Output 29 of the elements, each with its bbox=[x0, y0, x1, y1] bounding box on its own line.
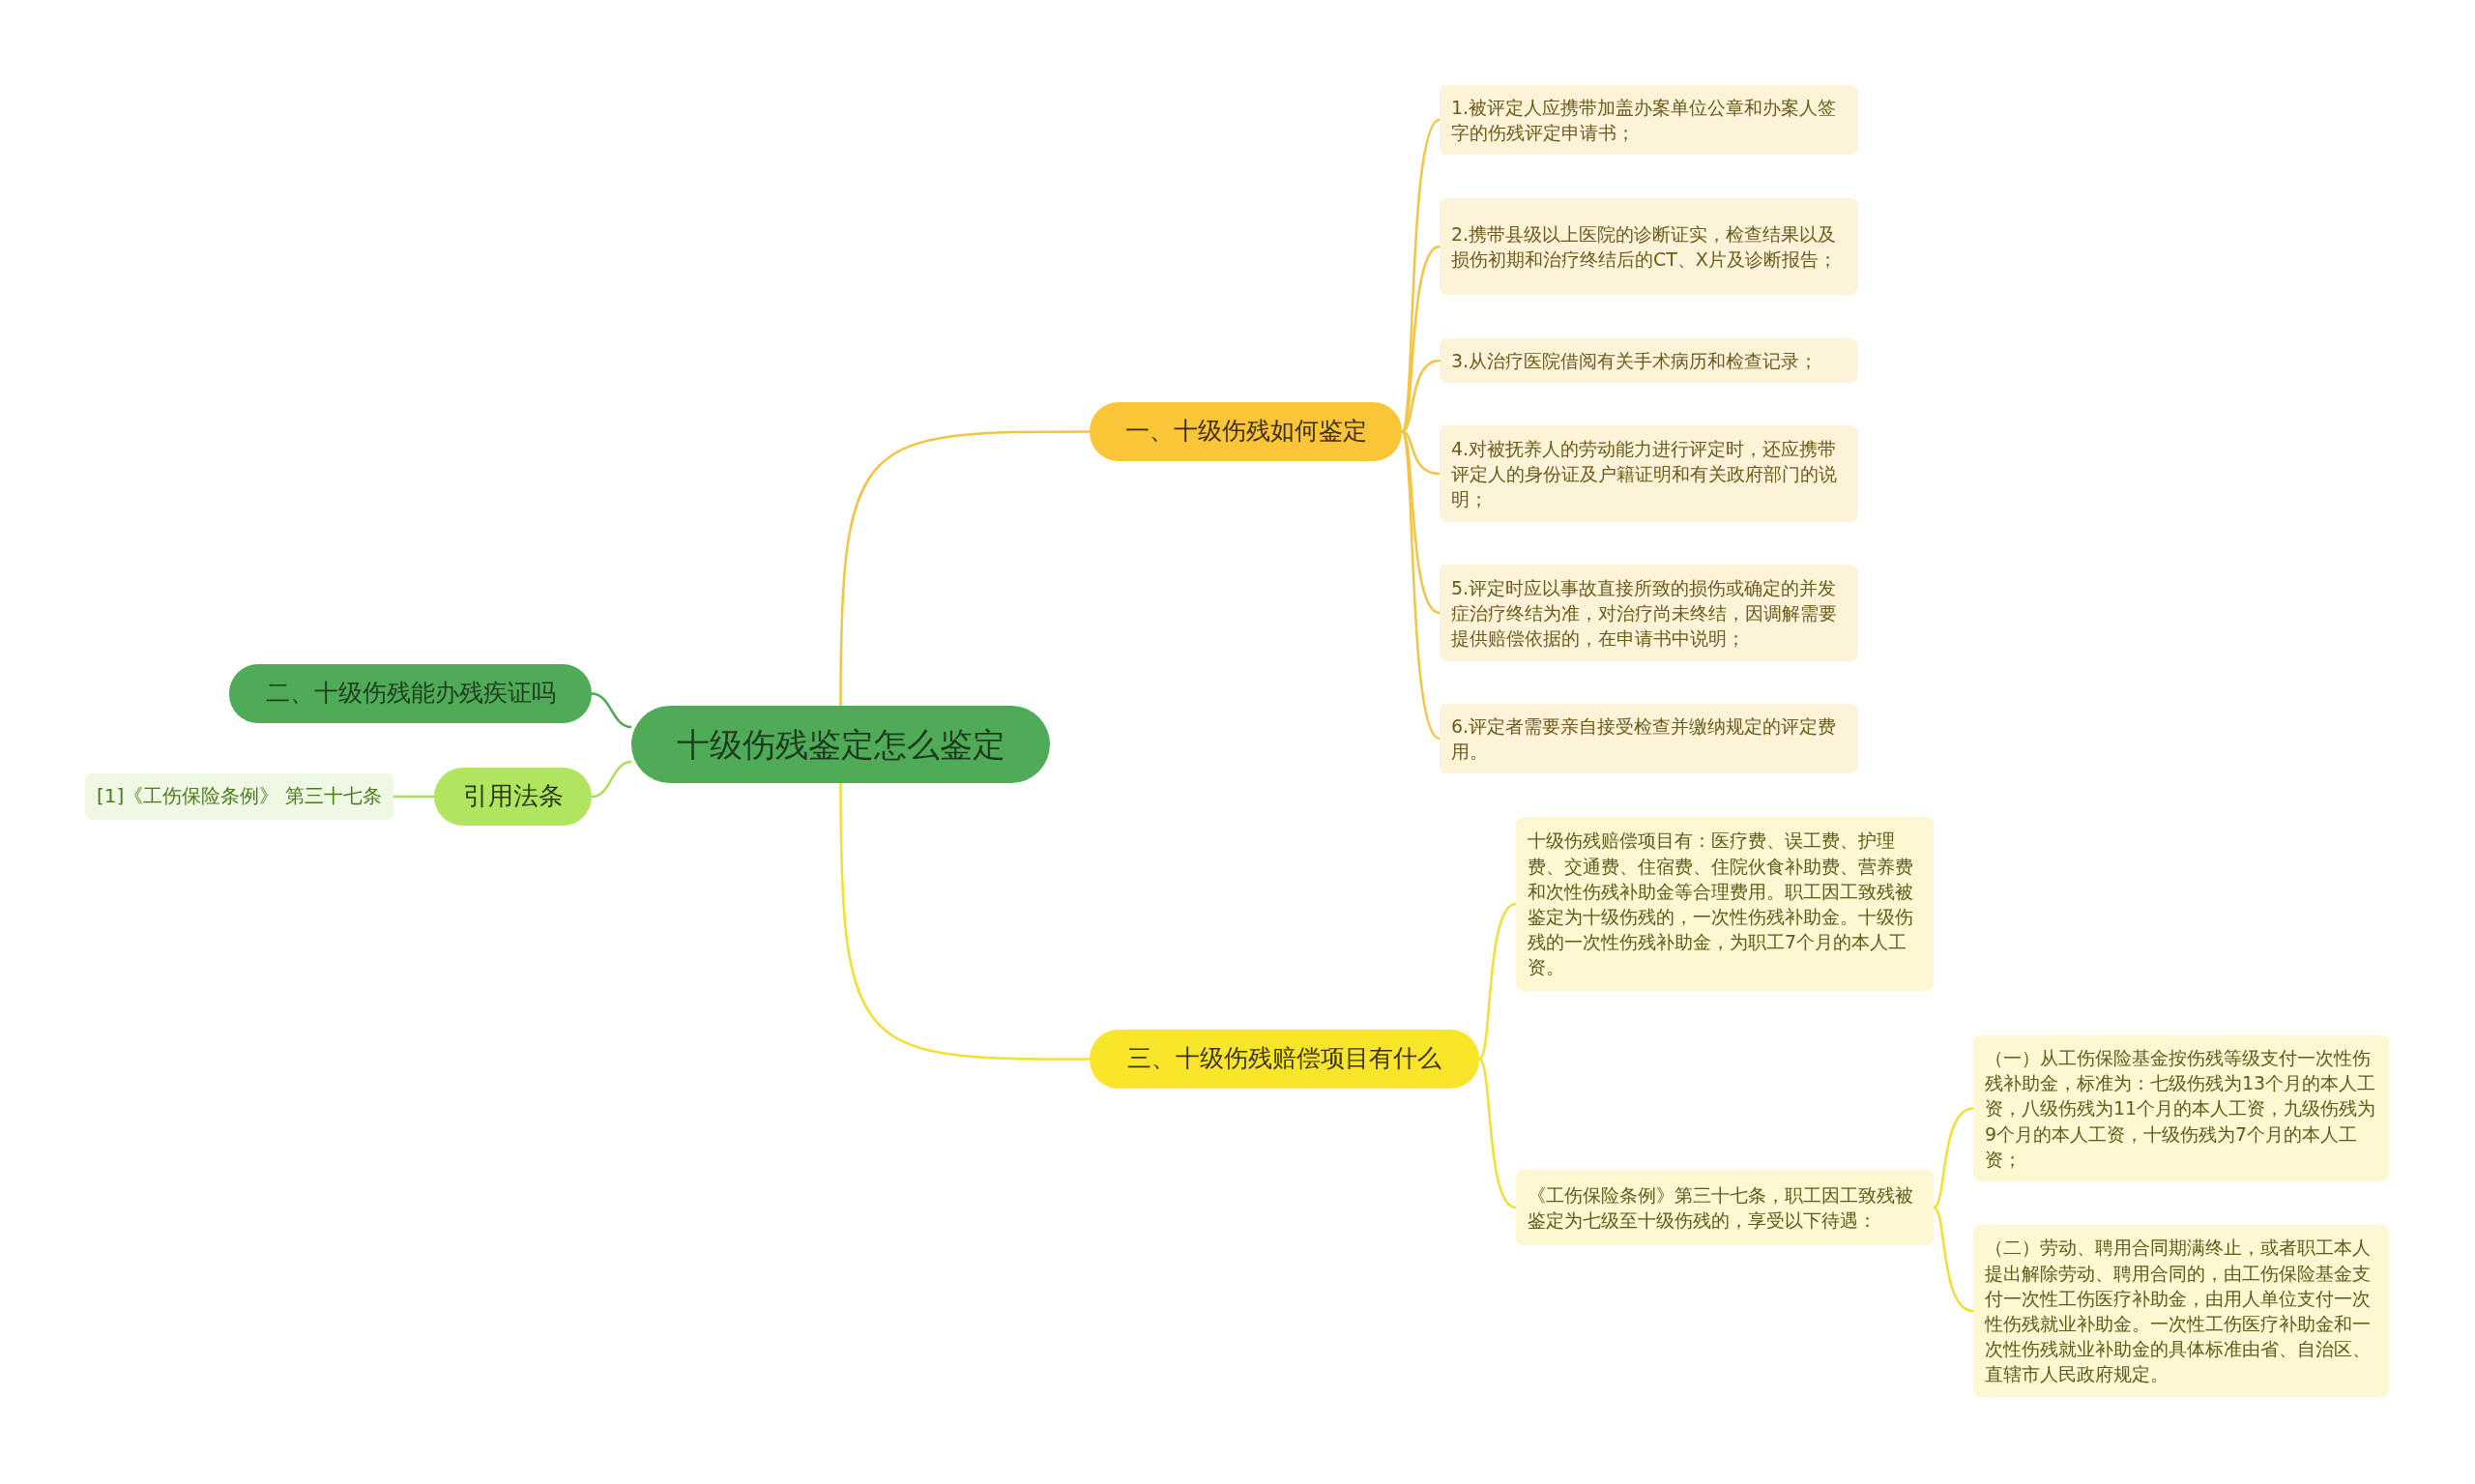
connector-line bbox=[1478, 902, 1517, 1061]
connector-line bbox=[591, 760, 632, 799]
connector-line bbox=[1478, 1058, 1517, 1209]
connector-line bbox=[1400, 430, 1441, 740]
note-card: 1.被评定人应携带加盖办案单位公章和办案人签字的伤残评定申请书； bbox=[1440, 85, 1858, 156]
root-topic: 十级伤残鉴定怎么鉴定 bbox=[631, 706, 1050, 783]
connector-line bbox=[1933, 1107, 1974, 1209]
note-card: [1]《工伤保险条例》 第三十七条 bbox=[85, 773, 393, 820]
connector-line bbox=[1401, 359, 1441, 433]
note-card: 2.携带县级以上医院的诊断证实，检查结果以及损伤初期和治疗终结后的CT、X片及诊断报告； bbox=[1440, 198, 1858, 295]
branch-topic: 一、十级伤残如何鉴定 bbox=[1090, 402, 1402, 461]
connector-line bbox=[839, 783, 1090, 1061]
note-card: （二）劳动、聘用合同期满终止，或者职工本人提出解除劳动、聘用合同的，由工伤保险基金支付一次性工伤医疗补助金，由用人单位支付一次性伤残就业补助金。一次性工伤医疗补助金和一次性伤残就业补助金的具体标准由省、自治区、直辖市人民政府规定。 bbox=[1973, 1225, 2389, 1397]
connector-line bbox=[591, 692, 632, 729]
connector-line bbox=[1401, 430, 1441, 476]
note-card: （一）从工伤保险基金按伤残等级支付一次性伤残补助金，标准为：七级伤残为13个月的本人工资，八级伤残为11个月的本人工资，九级伤残为9个月的本人工资，十级伤残为7个月的本人工资； bbox=[1973, 1035, 2389, 1182]
branch-topic: 引用法条 bbox=[434, 768, 592, 826]
branch-topic: 二、十级伤残能办残疾证吗 bbox=[229, 664, 592, 723]
note-card: 《工伤保险条例》第三十七条，职工因工致残被鉴定为七级至十级伤残的，享受以下待遇： bbox=[1516, 1170, 1934, 1245]
note-card: 3.从治疗医院借阅有关手术病历和检查记录； bbox=[1440, 338, 1858, 384]
note-card: 6.评定者需要亲自接受检查并缴纳规定的评定费用。 bbox=[1440, 704, 1858, 774]
branch-topic: 三、十级伤残赔偿项目有什么 bbox=[1090, 1030, 1479, 1089]
connector-line bbox=[839, 430, 1090, 706]
connector-line bbox=[1933, 1206, 1974, 1313]
note-card: 4.对被抚养人的劳动能力进行评定时，还应携带评定人的身份证及户籍证明和有关政府部门的说明； bbox=[1440, 425, 1858, 522]
note-card: 5.评定时应以事故直接所致的损伤或确定的并发症治疗终结为准，对治疗尚未终结，因调解需要提供赔偿依据的，在申请书中说明； bbox=[1440, 565, 1858, 661]
connector-line bbox=[393, 795, 434, 799]
note-card: 十级伤残赔偿项目有：医疗费、误工费、护理费、交通费、住宿费、住院伙食补助费、营养费和次性伤残补助金等合理费用。职工因工致残被鉴定为十级伤残的，一次性伤残补助金。十级伤残的一次性伤残补助金，为职工7个月的本人工资。 bbox=[1516, 817, 1934, 991]
connector-line bbox=[1401, 430, 1441, 615]
